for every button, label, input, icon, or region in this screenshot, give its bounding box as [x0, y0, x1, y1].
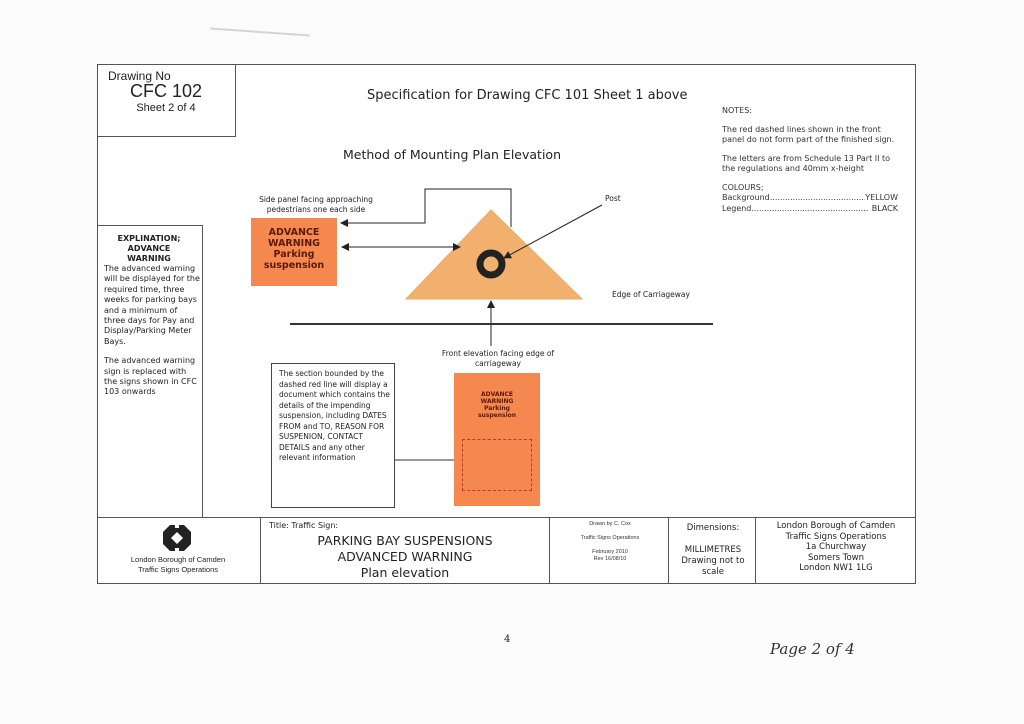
- drawing-number-box: Drawing No CFC 102 Sheet 2 of 4: [97, 64, 236, 137]
- handwritten-page-note: Page 2 of 4: [770, 640, 855, 658]
- dimensions-cell: Dimensions: MILLIMETRES Drawing not to s…: [669, 517, 756, 584]
- drawn-by-cell: Drawn by C. Cox Traffic Signs Operations…: [550, 517, 669, 584]
- explanation-para-1: The advanced warning will be displayed f…: [104, 264, 200, 346]
- colour-row-background: Background .............................…: [722, 193, 898, 202]
- explanation-para-2: The advanced warning sign is replaced wi…: [104, 356, 197, 397]
- side-panel-caption: Side panel facing approaching pedestrian…: [259, 195, 373, 214]
- method-title: Method of Mounting Plan Elevation: [343, 147, 561, 162]
- section-note-text: The section bounded by the dashed red li…: [279, 369, 390, 462]
- title-block-divider: [97, 517, 916, 518]
- dimensions-info: Dimensions: MILLIMETRES Drawing not to s…: [681, 523, 745, 577]
- logo-cell: London Borough of Camden Traffic Signs O…: [97, 517, 261, 584]
- explanation-body: The advanced warning will be displayed f…: [104, 264, 200, 407]
- front-elevation-caption: Front elevation facing edge of carriagew…: [441, 349, 555, 368]
- spec-title: Specification for Drawing CFC 101 Sheet …: [367, 88, 688, 103]
- address-info: London Borough of Camden Traffic Signs O…: [776, 521, 896, 573]
- explanation-heading: EXPLINATION; ADVANCE WARNING: [117, 234, 181, 263]
- front-panel-text: ADVANCE WARNING Parking suspension: [477, 391, 517, 419]
- post-label: Post: [605, 194, 621, 203]
- colours-heading: COLOURS;: [722, 182, 764, 192]
- notes-heading: NOTES:: [722, 106, 752, 115]
- logo-org-name: London Borough of Camden Traffic Signs O…: [130, 555, 226, 574]
- address-cell: London Borough of Camden Traffic Signs O…: [756, 517, 916, 584]
- note-1: The red dashed lines shown in the front …: [722, 124, 895, 145]
- front-panel-sign: ADVANCE WARNING Parking suspension: [454, 373, 540, 506]
- note-2: The letters are from Schedule 13 Part II…: [722, 153, 891, 174]
- explanation-box: EXPLINATION; ADVANCE WARNING The advance…: [97, 225, 203, 518]
- title-block: London Borough of Camden Traffic Signs O…: [97, 517, 916, 584]
- camden-logo-icon: [163, 525, 191, 551]
- edge-of-carriageway-label: Edge of Carriageway: [612, 290, 690, 299]
- title-label: Title: Traffic Sign:: [269, 521, 339, 530]
- sheet-number: Sheet 2 of 4: [136, 102, 196, 114]
- drawn-by-info: Drawn by C. Cox Traffic Signs Operations…: [580, 521, 640, 562]
- title-cell: Title: Traffic Sign: PARKING BAY SUSPENS…: [261, 517, 550, 584]
- drawing-number-label: Drawing No: [108, 69, 171, 83]
- colour-row-legend: Legend .................................…: [722, 203, 898, 213]
- section-note-box: The section bounded by the dashed red li…: [271, 363, 395, 508]
- drawing-number: CFC 102: [129, 81, 203, 101]
- notes-panel: NOTES: The red dashed lines shown in the…: [722, 106, 898, 214]
- title-main: PARKING BAY SUSPENSIONS ADVANCED WARNING…: [317, 533, 493, 580]
- page-number: 4: [504, 634, 511, 645]
- post-icon: [476, 249, 506, 279]
- side-panel-sign: ADVANCE WARNING Parking suspension: [251, 218, 337, 286]
- document-area-dashed: [462, 439, 532, 491]
